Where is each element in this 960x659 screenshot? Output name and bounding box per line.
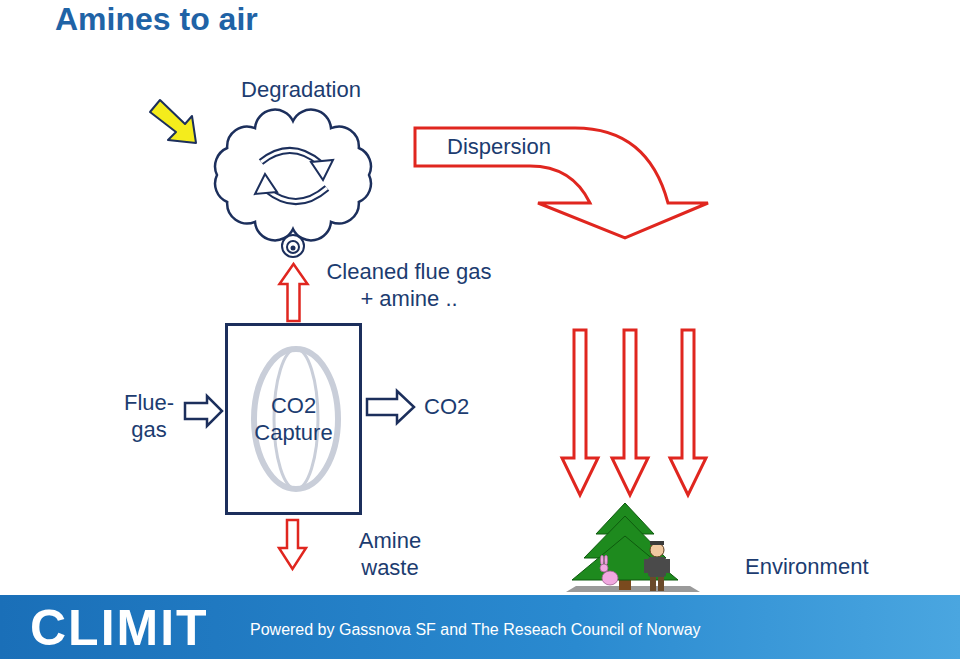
flue-gas-label: Flue-gas	[118, 389, 180, 443]
cycle-arrowhead	[255, 174, 277, 194]
flow-arrow	[280, 264, 308, 321]
amine-waste-label: Amine waste	[338, 527, 442, 581]
degradation-cloud: Degradation	[203, 76, 399, 262]
cloud-outline	[203, 76, 399, 262]
stack-outlet	[282, 235, 304, 257]
cloud-heading: Degradation	[203, 76, 399, 103]
rabbit	[600, 555, 618, 585]
process-box: CO2 Capture	[225, 323, 362, 515]
environment-illustration	[566, 503, 700, 592]
climit-logo: CLIMIT	[30, 600, 209, 656]
yellow-arrow	[150, 100, 196, 143]
stack-outlet	[291, 246, 296, 251]
edge-label: Cleaned flue gas + amine ..	[326, 258, 492, 312]
outlet-arrow	[367, 391, 414, 423]
capture-swirl	[228, 326, 359, 512]
waste-arrow	[279, 520, 306, 569]
stack-outlet	[287, 241, 299, 253]
swirl	[254, 349, 338, 489]
slide-title: Amines to air	[55, 0, 258, 38]
box-label: CO2 Capture	[239, 392, 349, 446]
co2-label: CO2	[424, 393, 469, 420]
dispersion-label: Dispersion	[447, 133, 572, 160]
environment-label: Environment	[745, 553, 869, 580]
swirl	[274, 349, 318, 489]
cycle-arrowhead	[311, 160, 333, 180]
person	[644, 541, 670, 591]
footer-credit: Powered by Gassnova SF and The Reseach C…	[250, 619, 701, 641]
dispersion-arrow	[415, 128, 708, 238]
deposition-arrows	[562, 330, 706, 495]
inlet-arrow	[185, 396, 222, 426]
footer-bar	[0, 595, 960, 659]
cloud-shape	[215, 110, 371, 241]
